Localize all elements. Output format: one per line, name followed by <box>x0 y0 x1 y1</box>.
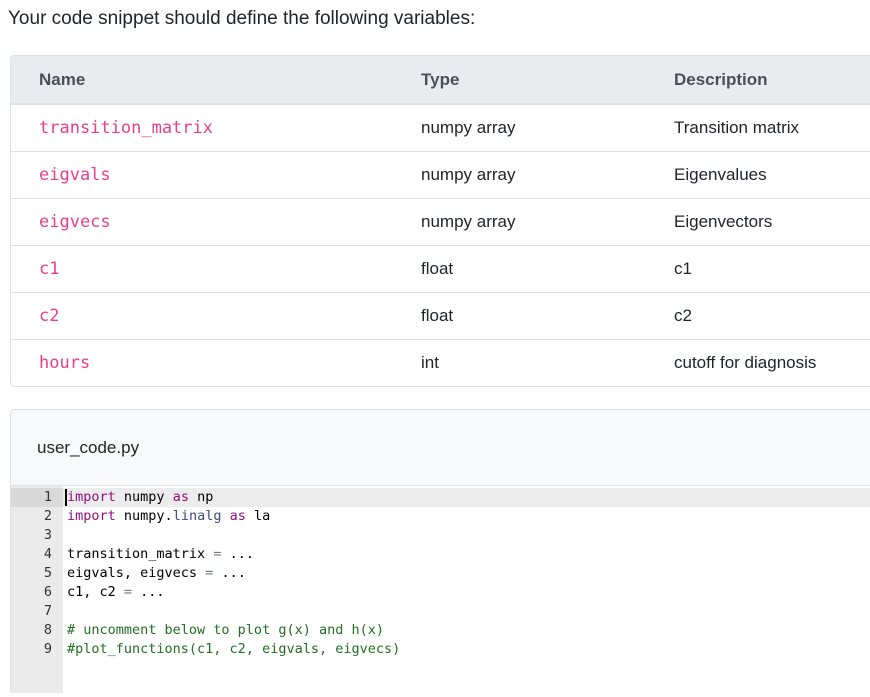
code-line[interactable] <box>63 526 870 545</box>
code-line[interactable]: transition_matrix = ... <box>63 545 870 564</box>
code-token-operator: = <box>123 584 133 600</box>
code-line[interactable]: eigvals, eigvecs = ... <box>63 564 870 583</box>
variable-description-cell: Eigenvectors <box>674 197 870 245</box>
line-number: 2 <box>43 508 52 524</box>
code-token-keyword: as <box>172 489 189 505</box>
variable-type-cell: int <box>421 338 674 386</box>
variable-type-cell: float <box>421 244 674 292</box>
variable-name-cell: c2 <box>11 291 421 339</box>
code-token-plain: numpy <box>115 489 173 505</box>
variable-description-cell: Eigenvalues <box>674 150 870 198</box>
variable-description-cell: c2 <box>674 291 870 339</box>
code-token-support: linalg <box>172 508 222 524</box>
variable-name-cell: eigvals <box>11 150 421 198</box>
variable-type-cell: float <box>421 291 674 339</box>
line-number: 6 <box>43 584 52 600</box>
line-number: 1 <box>11 488 63 507</box>
code-token-plain <box>221 508 229 524</box>
line-number: 3 <box>43 527 52 543</box>
line-number: 9 <box>43 641 52 657</box>
code-line[interactable]: import numpy.linalg as la <box>63 507 870 526</box>
code-line[interactable]: c1, c2 = ... <box>63 583 870 602</box>
code-line[interactable]: import numpy as np <box>63 488 870 507</box>
code-token-plain: ... <box>213 565 246 581</box>
variable-description-cell: cutoff for diagnosis <box>674 338 870 386</box>
code-token-plain: eigvals, eigvecs <box>67 565 206 581</box>
code-token-keyword: as <box>229 508 246 524</box>
code-token-comment: # uncomment below to plot g(x) and h(x) <box>67 622 384 638</box>
code-token-keyword: import <box>67 508 116 524</box>
editor-header: user_code.py <box>11 410 870 486</box>
code-line[interactable]: #plot_functions(c1, c2, eigvals, eigvecs… <box>63 640 870 659</box>
code-token-plain: la <box>245 508 271 524</box>
variable-name-cell: c1 <box>11 244 421 292</box>
code-token-plain: c1, c2 <box>67 584 124 600</box>
code-token-comment: #plot_functions(c1, c2, eigvals, eigvecs… <box>67 641 401 657</box>
variable-name-cell: transition_matrix <box>39 117 213 138</box>
variable-type-cell: numpy array <box>421 117 516 137</box>
code-line[interactable] <box>63 602 870 621</box>
variable-type-cell: numpy array <box>421 197 674 245</box>
column-header-description: Description <box>674 56 870 105</box>
variable-name-cell: hours <box>11 338 421 386</box>
line-number: 5 <box>43 565 52 581</box>
variable-description-cell: c1 <box>674 244 870 292</box>
code-token-operator: = <box>213 546 222 562</box>
code-token-operator: = <box>205 565 214 581</box>
editor-filename: user_code.py <box>37 437 140 457</box>
code-token-plain: ... <box>221 546 254 562</box>
line-number: 4 <box>43 546 52 562</box>
variable-type-cell: numpy array <box>421 150 674 198</box>
variable-name-cell: eigvecs <box>11 197 421 245</box>
code-token-plain: numpy. <box>115 508 173 524</box>
text-cursor <box>65 489 67 506</box>
code-token-plain: np <box>188 489 214 505</box>
code-token-plain: ... <box>132 584 165 600</box>
column-header-type: Type <box>421 56 674 105</box>
code-token-plain: transition_matrix <box>67 546 214 562</box>
code-line[interactable]: # uncomment below to plot g(x) and h(x) <box>63 621 870 640</box>
line-number: 8 <box>43 622 52 638</box>
column-header-name: Name <box>11 56 421 105</box>
page-heading: Your code snippet should define the foll… <box>8 8 476 29</box>
code-token-keyword: import <box>67 489 116 505</box>
line-number: 7 <box>43 603 52 619</box>
variable-description-cell: Transition matrix <box>674 117 800 137</box>
table-row: transition_matrix numpy array Transition m… <box>11 104 870 151</box>
table-header-row: Name Type Description <box>11 56 870 105</box>
